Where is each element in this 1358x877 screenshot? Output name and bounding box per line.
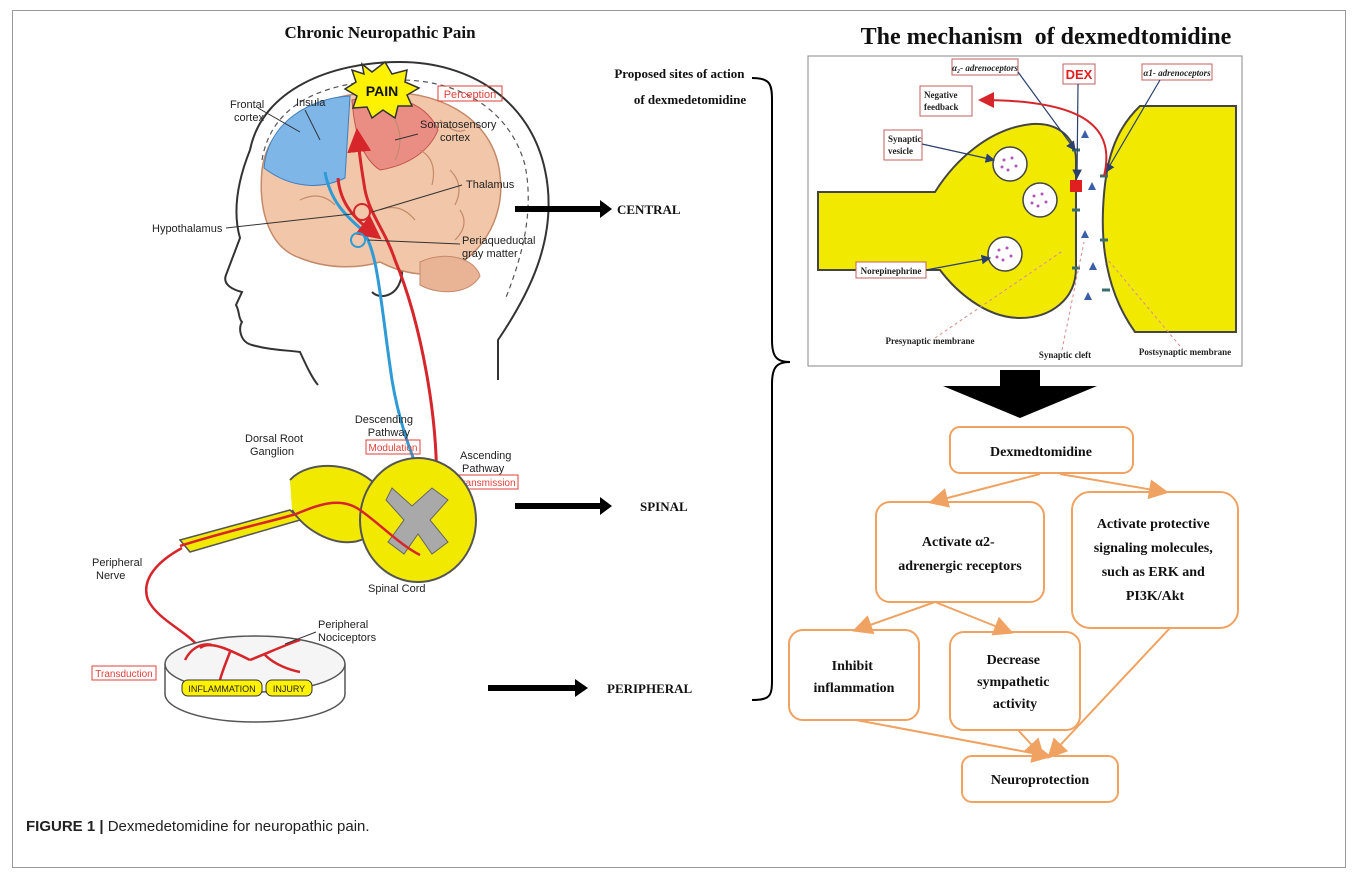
a1-label: α1- adrenoceptors [1143,68,1211,78]
central-arrow [515,200,612,218]
cleft-label: Synaptic cleft [1039,350,1091,360]
sites-label: Proposed sites of action of dexmedetomid… [614,66,747,107]
insula-label: Insula [296,97,326,109]
peripheral-nerve-line [146,548,200,648]
presynaptic-label: Presynaptic membrane [885,336,974,346]
frontal-cortex-label: Frontal cortex [230,99,267,124]
pag-label: Periaqueductal gray matter [462,235,538,260]
modulation-label: Modulation [369,443,418,454]
injury-label: INJURY [273,684,305,694]
dex-molecule [1070,180,1082,192]
pain-label: PAIN [366,83,398,99]
nociceptors-label: Peripheral Nociceptors [318,619,377,644]
right-title: The mechanism of dexmedtomidine [861,24,1232,50]
spinal-arrow [515,497,612,515]
inhibit-box [789,630,919,720]
spinal-label: SPINAL [640,499,688,514]
central-label: CENTRAL [617,202,681,217]
left-title: Chronic Neuropathic Pain [284,23,476,42]
vesicle-2 [1023,183,1057,217]
descending-label: Descending Pathway [355,414,416,439]
caption-label: FIGURE 1 | [26,818,104,835]
hypothalamus-label: Hypothalamus [152,223,223,235]
a2-label: α₂- adrenoceptors [952,63,1018,73]
caption-text: Dexmedetomidine for neuropathic pain. [104,818,370,835]
frontal-cortex-region [264,96,350,185]
spinal-cord-label: Spinal Cord [368,583,425,595]
perception-label: Perception [444,89,497,101]
vesicle-3 [988,237,1022,271]
neuroprotection-label: Neuroprotection [991,773,1089,788]
peripheral-label: PERIPHERAL [607,681,693,696]
vesicle-1 [993,147,1027,181]
thalamus-label: Thalamus [466,179,515,191]
activate-protective-box [1072,492,1238,628]
activate-a2-box [876,502,1044,602]
postsynaptic-terminal [1103,106,1236,332]
drg-label: Dorsal Root Ganglion [245,433,306,458]
dexmedetomidine-label: Dexmedtomidine [990,445,1092,460]
peripheral-nerve-trunk [180,510,300,552]
figure-caption: FIGURE 1 | Dexmedetomidine for neuropath… [26,818,370,835]
inflammation-label: INFLAMMATION [188,684,255,694]
sites-brace [752,78,790,700]
big-down-arrow [943,370,1097,418]
cerebellum [420,256,480,291]
transduction-label: Transduction [95,669,152,680]
norepinephrine-label: Norepinephrine [861,266,922,276]
dex-label: DEX [1066,67,1093,82]
peripheral-nerve-label: Peripheral Nerve [92,557,145,582]
peripheral-arrow [488,679,588,697]
ascending-label: Ascending Pathway [460,450,514,475]
postsynaptic-label: Postsynaptic membrane [1139,347,1231,357]
